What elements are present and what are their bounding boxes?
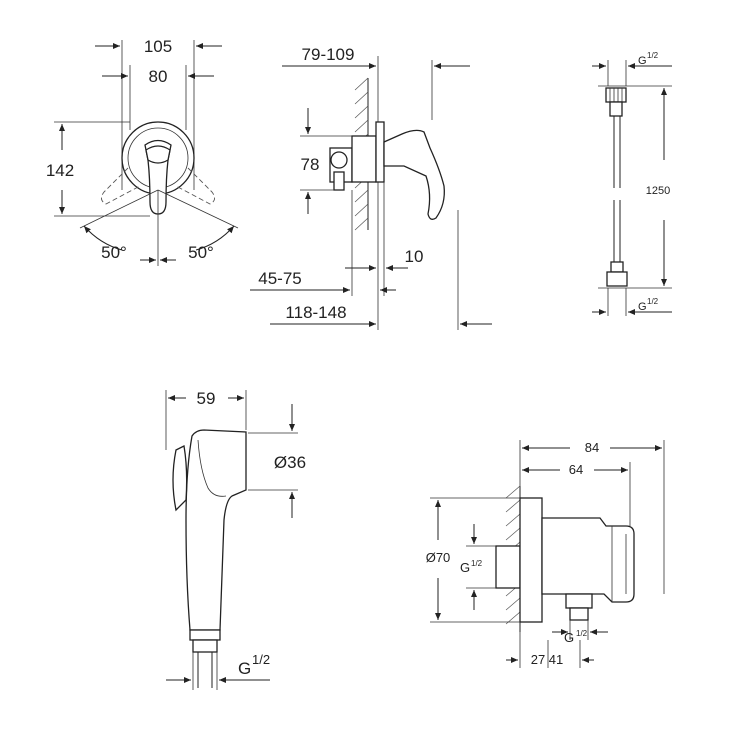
dim-105: 105 [144, 37, 172, 56]
outlet-diameter: Ø70 [426, 550, 451, 565]
hose-thread-bottom-frac: 1/2 [647, 297, 659, 306]
wall-outlet-view: 84 64 Ø70 G 1/2 G 1/2 27 41 [426, 440, 665, 668]
handshower-thread: G [238, 659, 251, 678]
angle-left: 50° [101, 243, 127, 262]
dim-78: 78 [301, 155, 320, 174]
dim-80: 80 [149, 67, 168, 86]
outlet-thread-left: G [460, 560, 470, 575]
handshower-width: 59 [197, 389, 216, 408]
outlet-offsets: 27 41 [531, 652, 564, 667]
hose-thread-top: G [638, 55, 647, 67]
dim-118-148: 118-148 [285, 303, 346, 322]
mixer-side-view: 79-109 78 45-75 10 118-148 [250, 45, 492, 330]
dim-79-109: 79-109 [302, 45, 355, 64]
outlet-thread-bottom: G [564, 630, 574, 645]
hose-thread-top-frac: 1/2 [647, 51, 659, 60]
dim-142: 142 [46, 161, 74, 180]
outlet-thread-bottom-frac: 1/2 [576, 629, 588, 638]
hose-view: 1250 G 1/2 G 1/2 [592, 51, 672, 316]
dim-10: 10 [405, 247, 424, 266]
handshower-view: 59 Ø36 G 1/2 [165, 389, 306, 690]
hose-thread-bottom: G [638, 301, 647, 313]
hose-length: 1250 [646, 185, 670, 197]
outlet-width-inner: 64 [569, 462, 583, 477]
mixer-front-view: 105 80 142 50° 50° [46, 37, 239, 266]
angle-right: 50° [188, 243, 214, 262]
outlet-thread-left-frac: 1/2 [471, 559, 483, 568]
dim-45-75: 45-75 [258, 269, 301, 288]
handshower-diameter: Ø36 [274, 453, 306, 472]
handshower-thread-frac: 1/2 [252, 652, 270, 667]
outlet-width-total: 84 [585, 440, 599, 455]
